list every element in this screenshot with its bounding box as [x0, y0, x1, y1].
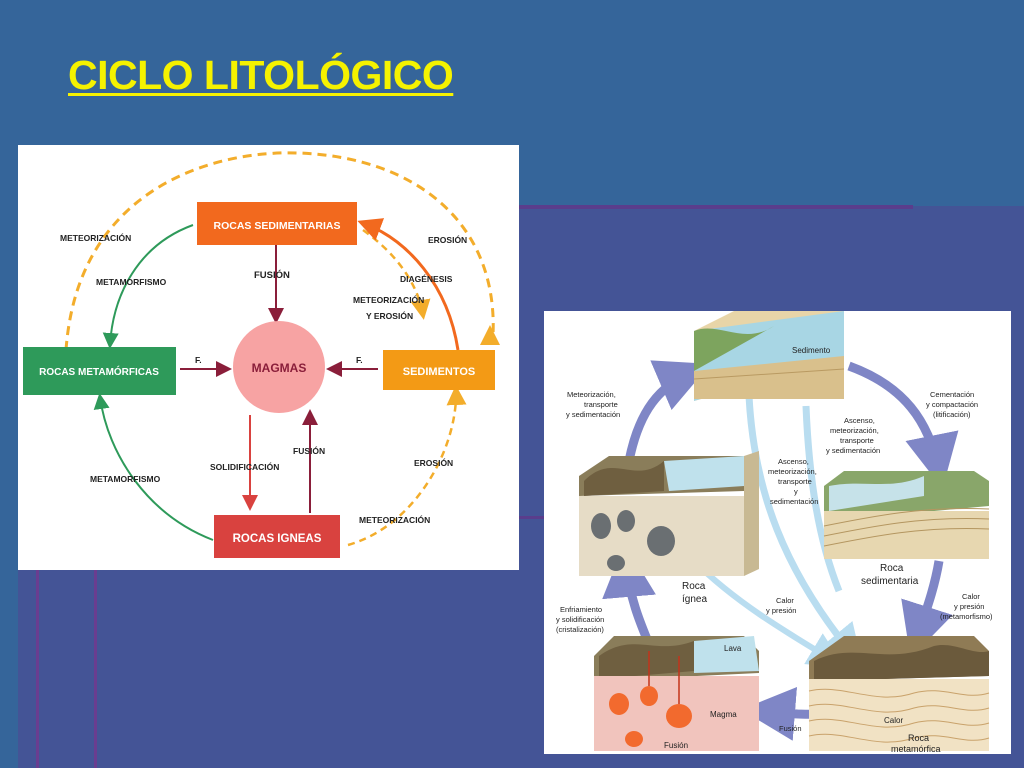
- label-ascenso-a-4: y sedimentación: [826, 446, 880, 455]
- label-ascenso-b-5: sedimentación: [770, 497, 818, 506]
- label-roca-metamorfica-2: metamórfica: [891, 744, 941, 754]
- sedimentos-label: SEDIMENTOS: [403, 366, 476, 378]
- label-roca-sedimentaria-1: Roca: [880, 563, 904, 574]
- illustration-canvas: Sedimento Roca ígnea Roca sedimentaria L: [556, 311, 993, 754]
- rocas-metamorficas-label: ROCAS METAMÓRFICAS: [39, 365, 159, 378]
- label-fusion-bottom: Fusión: [664, 741, 688, 750]
- label-calor-met-2: y presión: [954, 602, 984, 611]
- label-ascenso-a-2: meteorización,: [830, 426, 879, 435]
- slide-title: CICLO LITOLÓGICO: [68, 52, 454, 98]
- label-f-right: F.: [356, 355, 363, 365]
- label-cementacion-1: Cementación: [930, 390, 974, 399]
- rock-cycle-flow-diagram: ROCAS SEDIMENTARIAS ROCAS METAMÓRFICAS S…: [18, 145, 519, 570]
- purple-arrow-right-down: [901, 560, 953, 659]
- label-meteorizacion-3: y sedimentación: [566, 410, 620, 419]
- label-cementacion-2: y compactación: [926, 400, 978, 409]
- label-meteorizacion-1: Meteorización,: [567, 390, 616, 399]
- label-diagenesis: DIAGÉNESIS: [400, 274, 453, 284]
- magmas-label: MAGMAS: [252, 361, 307, 375]
- erosion-arrow: [357, 218, 460, 351]
- label-ascenso-a-1: Ascenso,: [844, 416, 875, 425]
- rocas-sedimentarias-box: [197, 202, 357, 245]
- label-calor-met-3: (metamorfismo): [940, 612, 993, 621]
- label-roca-metamorfica-1: Roca: [908, 733, 929, 743]
- label-magma: Magma: [710, 710, 737, 719]
- block-roca-sedimentaria: [823, 471, 990, 559]
- metamorfismo-bottom-arrow: [93, 393, 214, 541]
- meteorizacion-arrow: [102, 224, 194, 349]
- label-calor-1: Calor: [776, 596, 794, 605]
- flow-diagram-canvas: ROCAS SEDIMENTARIAS ROCAS METAMÓRFICAS S…: [23, 151, 500, 558]
- block-sedimento: [693, 311, 845, 401]
- label-f-left: F.: [195, 355, 202, 365]
- label-roca-ignea-1: Roca: [682, 581, 706, 592]
- label-metamorfismo-top: METAMORFISMO: [96, 277, 167, 287]
- purple-arrow-top-right: [847, 361, 959, 489]
- label-calor-met-1: Calor: [962, 592, 980, 601]
- label-meteorizacion-bottom: METEORIZACIÓN: [359, 514, 430, 525]
- label-metamorfismo-bottom: METAMORFISMO: [90, 474, 161, 484]
- label-enfriamiento-2: y solidificación: [556, 615, 604, 624]
- purple-arrow-top-left: [624, 360, 711, 462]
- rock-cycle-illustration: Sedimento Roca ígnea Roca sedimentaria L: [544, 311, 1011, 754]
- block-roca-metamorfica: [808, 636, 990, 751]
- label-ascenso-b-4: y: [794, 487, 798, 496]
- label-y-erosion: Y EROSIÓN: [366, 310, 413, 321]
- lightblue-arrow-1: [745, 395, 863, 667]
- label-erosion-bottom: EROSIÓN: [414, 457, 453, 468]
- outer-dashed-arc: [64, 151, 495, 351]
- rocas-sedimentarias-label: ROCAS SEDIMENTARIAS: [214, 220, 341, 232]
- label-enfriamiento-1: Enfriamiento: [560, 605, 602, 614]
- label-enfriamiento-3: (cristalización): [556, 625, 604, 634]
- dashed-arrow-sedimentos-lower: [347, 385, 467, 547]
- sedimentos-box: [383, 350, 495, 390]
- label-ascenso-b-3: transporte: [778, 477, 812, 486]
- rocas-igneas-box: [214, 515, 340, 558]
- magmas-circle: [233, 321, 325, 413]
- label-fusion-bottom: FUSIÓN: [293, 445, 325, 456]
- label-ascenso-b-1: Ascenso,: [778, 457, 809, 466]
- label-erosion-top: EROSIÓN: [428, 234, 467, 245]
- lightblue-arrow-2: [802, 405, 843, 593]
- label-sedimento: Sedimento: [792, 346, 831, 355]
- label-cementacion-3: (litificación): [933, 410, 971, 419]
- label-meteorizacion-mid: METEORIZACIÓN: [353, 294, 424, 305]
- label-fusion-top: FUSIÓN: [254, 269, 290, 281]
- label-fusion-arrow: Fusión: [779, 724, 802, 733]
- label-ascenso-a-3: transporte: [840, 436, 874, 445]
- label-roca-sedimentaria-2: sedimentaria: [861, 576, 919, 587]
- label-lava: Lava: [724, 644, 742, 653]
- label-roca-ignea-2: ígnea: [682, 594, 707, 605]
- rocas-metamorficas-box: [23, 347, 176, 395]
- label-calor-block: Calor: [884, 716, 903, 725]
- block-roca-ignea: [579, 451, 759, 576]
- rocas-igneas-label: ROCAS IGNEAS: [233, 533, 322, 545]
- label-meteorizacion-top: METEORIZACIÓN: [60, 232, 131, 243]
- label-meteorizacion-2: transporte: [584, 400, 618, 409]
- block-magma: [594, 636, 759, 751]
- label-ascenso-b-2: meteorización,: [768, 467, 817, 476]
- label-solidificacion: SOLIDIFICACIÓN: [210, 461, 279, 472]
- label-calor-2: y presión: [766, 606, 796, 615]
